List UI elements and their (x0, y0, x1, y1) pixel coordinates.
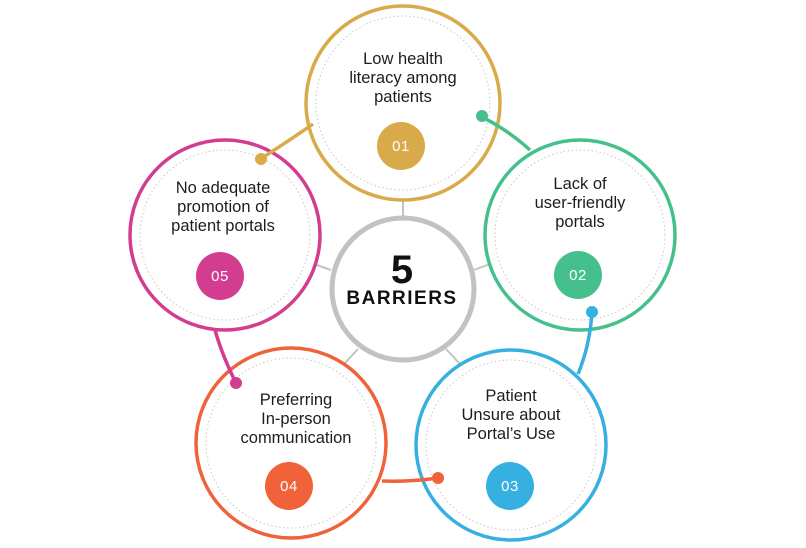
barrier-badge-03: 03 (486, 462, 534, 510)
connector-03 (576, 306, 598, 375)
barrier-04-line-2: In-person (261, 410, 331, 428)
barrier-04-line-3: communication (240, 429, 352, 447)
barrier-circle-05 (128, 138, 322, 332)
barrier-02-line-2: user-friendly (534, 194, 626, 212)
spoke-03 (445, 348, 461, 365)
barrier-circle-02 (483, 138, 677, 332)
center-title: BARRIERS (346, 288, 458, 309)
barrier-label-04: Preferring In-person communication (211, 391, 381, 448)
connector-05 (213, 329, 242, 389)
barrier-03-line-3: Portal’s Use (466, 425, 556, 443)
barrier-05-line-3: patient portals (171, 217, 275, 235)
barrier-badge-01: 01 (377, 122, 425, 170)
center-number: 5 (390, 248, 414, 292)
barrier-badge-04: 04 (265, 462, 313, 510)
barrier-04-line-1: Preferring (259, 391, 333, 409)
barrier-label-02: Lack of user-friendly portals (495, 175, 665, 232)
barrier-circle-03 (414, 348, 608, 542)
spoke-04 (343, 348, 359, 365)
barrier-01-line-2: literacy among (349, 69, 457, 87)
barrier-05-line-2: promotion of (177, 198, 269, 216)
barrier-03-line-2: Unsure about (461, 406, 561, 424)
barrier-badge-02: 02 (554, 251, 602, 299)
barrier-01-line-1: Low health (363, 50, 443, 68)
spoke-02 (473, 263, 491, 271)
connector-04 (381, 472, 444, 484)
barrier-badge-05: 05 (196, 252, 244, 300)
barrier-03-line-1: Patient (485, 387, 537, 405)
barrier-label-03: Patient Unsure about Portal’s Use (426, 387, 596, 444)
barrier-label-05: No adequate promotion of patient portals (138, 179, 308, 236)
barrier-02-line-3: portals (555, 213, 605, 231)
barrier-label-01: Low health literacy among patients (318, 50, 488, 107)
barrier-01-line-3: patients (374, 88, 432, 106)
barrier-05-line-1: No adequate (175, 179, 271, 197)
barrier-circle-01 (304, 4, 502, 202)
connector-01 (255, 122, 314, 165)
center-circle (329, 215, 477, 363)
connector-02 (476, 110, 532, 152)
barrier-circle-04 (194, 346, 388, 540)
barrier-02-line-1: Lack of (553, 175, 607, 193)
